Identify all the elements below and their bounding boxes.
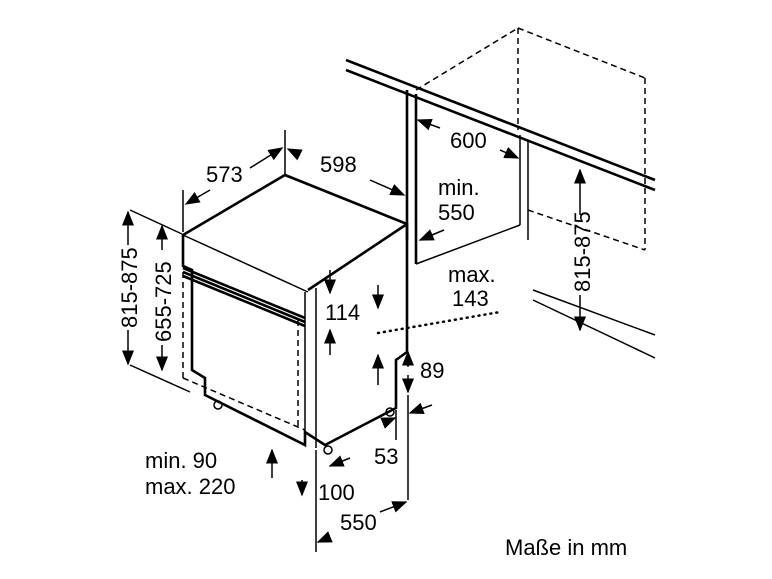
label-plinth-height-max: max. 220 [145, 474, 236, 499]
label-panel: 114 [325, 300, 360, 325]
dimension-lines [122, 118, 586, 552]
label-plinth: 89 [420, 358, 444, 383]
label-niche-width: 600 [450, 128, 487, 153]
label-depth-bottom: 550 [340, 510, 377, 535]
label-height-body: 655-725 [151, 261, 176, 342]
label-height-total: 815-875 [117, 247, 142, 328]
label-niche-height: 815-875 [570, 211, 595, 292]
units-note: Maße in mm [505, 535, 627, 560]
niche-outline [345, 27, 656, 359]
label-niche-depth-min: min. [438, 175, 480, 200]
label-door-depth: 100 [318, 480, 355, 505]
dishwasher-outline [181, 173, 409, 455]
label-width: 598 [320, 152, 357, 177]
label-max-line2: 143 [452, 286, 489, 311]
label-plinth-height-min: min. 90 [145, 448, 217, 473]
label-max-line1: max. [448, 262, 496, 287]
label-niche-depth-value: 550 [438, 200, 475, 225]
label-depth: 573 [206, 162, 243, 187]
label-foot-offset: 53 [374, 444, 398, 469]
